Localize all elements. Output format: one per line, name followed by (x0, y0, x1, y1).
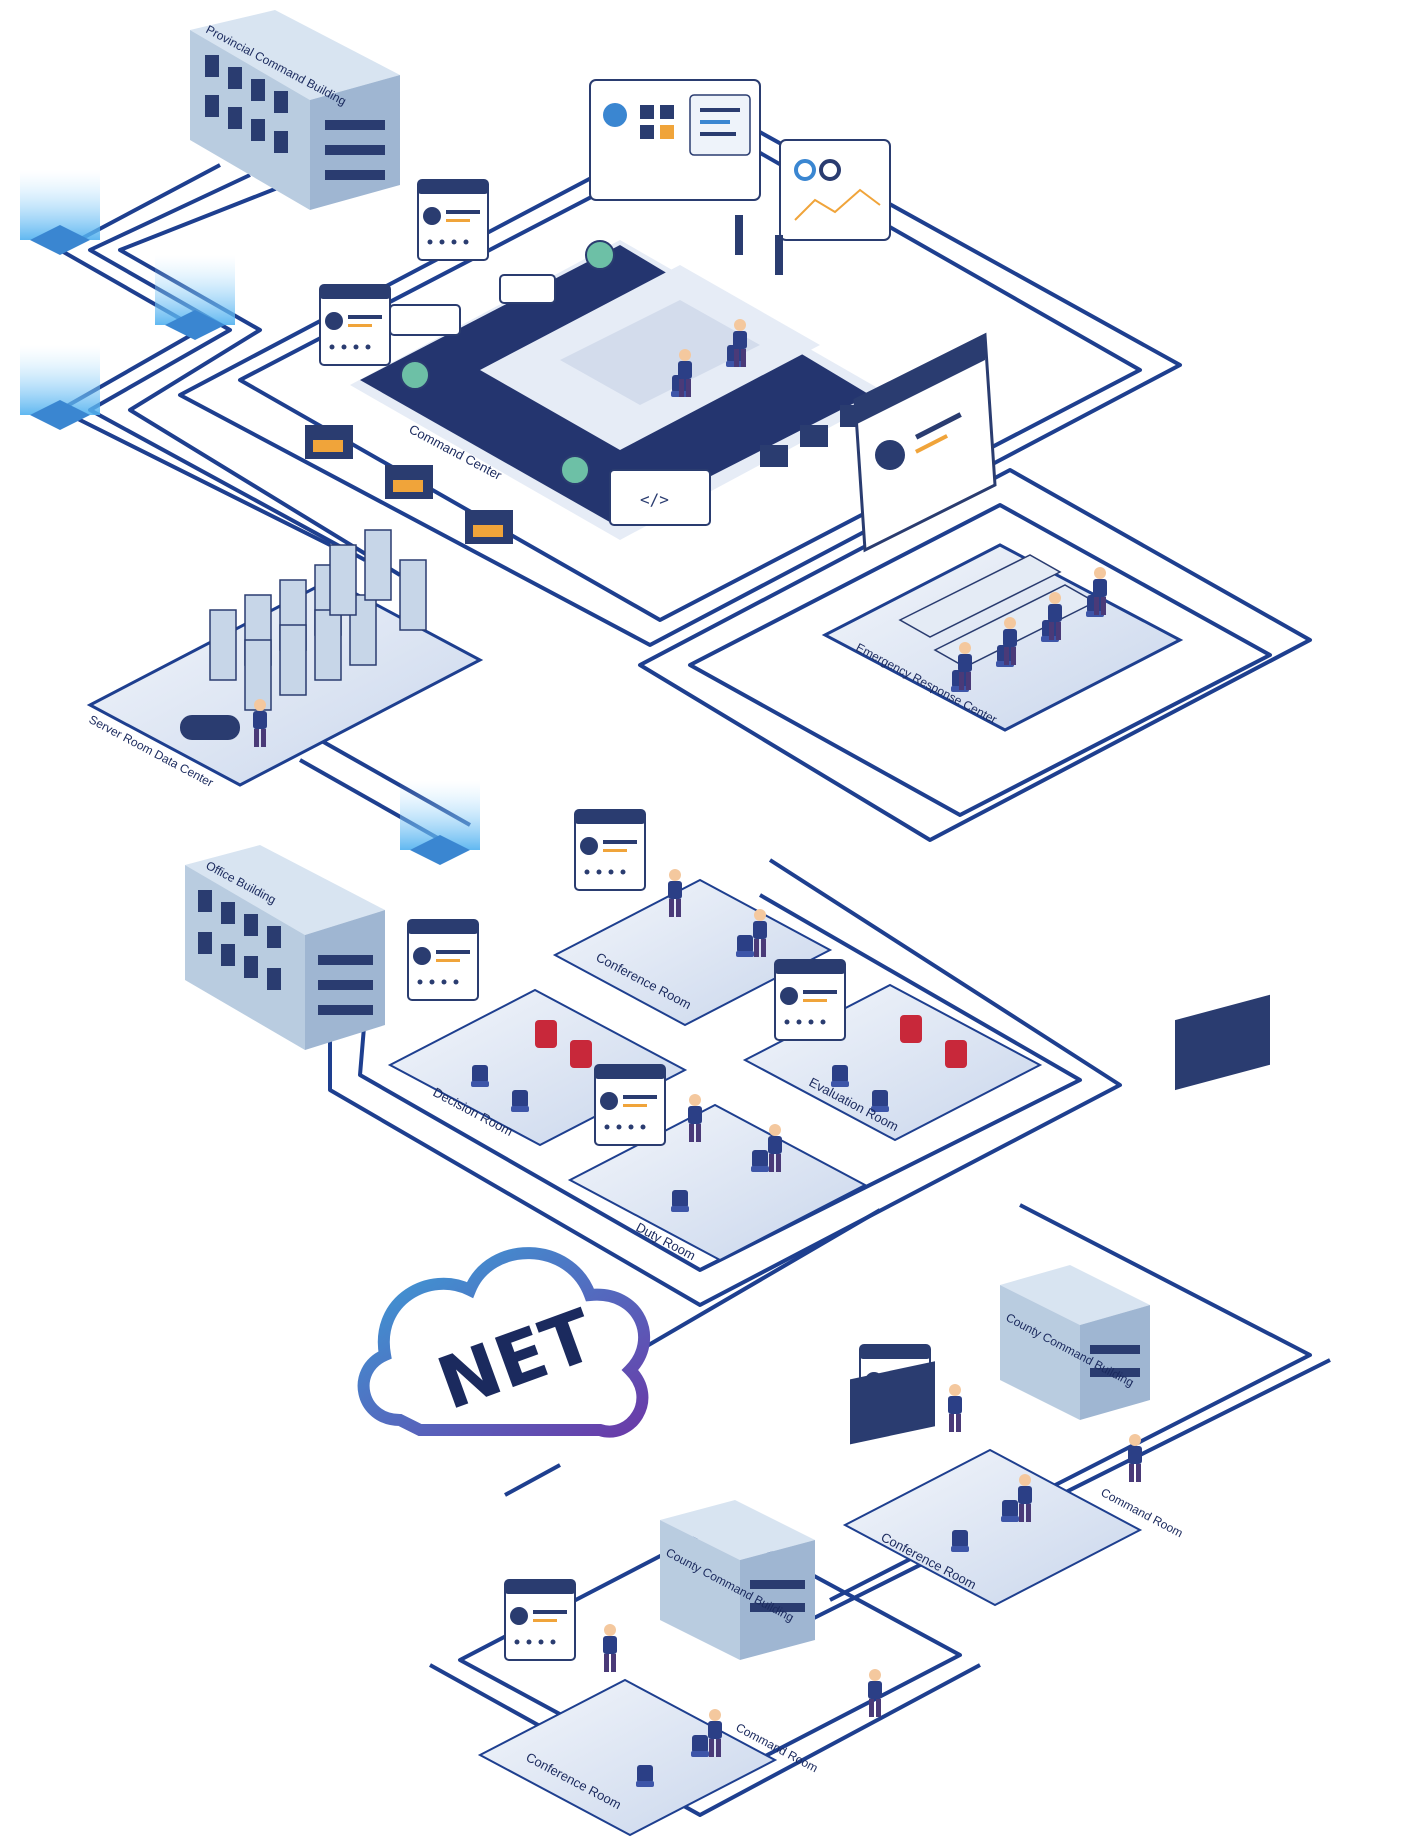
emergency-dashboard (853, 332, 997, 553)
dashboard-panels (319, 79, 891, 366)
net-cloud: NET (357, 1247, 651, 1438)
svg-text:</>: </> (640, 490, 669, 509)
emergency-response-center: Emergency Response Center (821, 543, 1184, 732)
server-room-data-center: Server Room Data Center (87, 529, 484, 790)
rooms-cluster: Conference Room Decision Room Evaluation… (387, 809, 1043, 1263)
network-nodes (20, 170, 480, 865)
command-center: </> Command Center (305, 240, 890, 544)
provincial-command-building: Provincial Command Building (190, 10, 400, 210)
office-building: Office Building (185, 845, 385, 1050)
